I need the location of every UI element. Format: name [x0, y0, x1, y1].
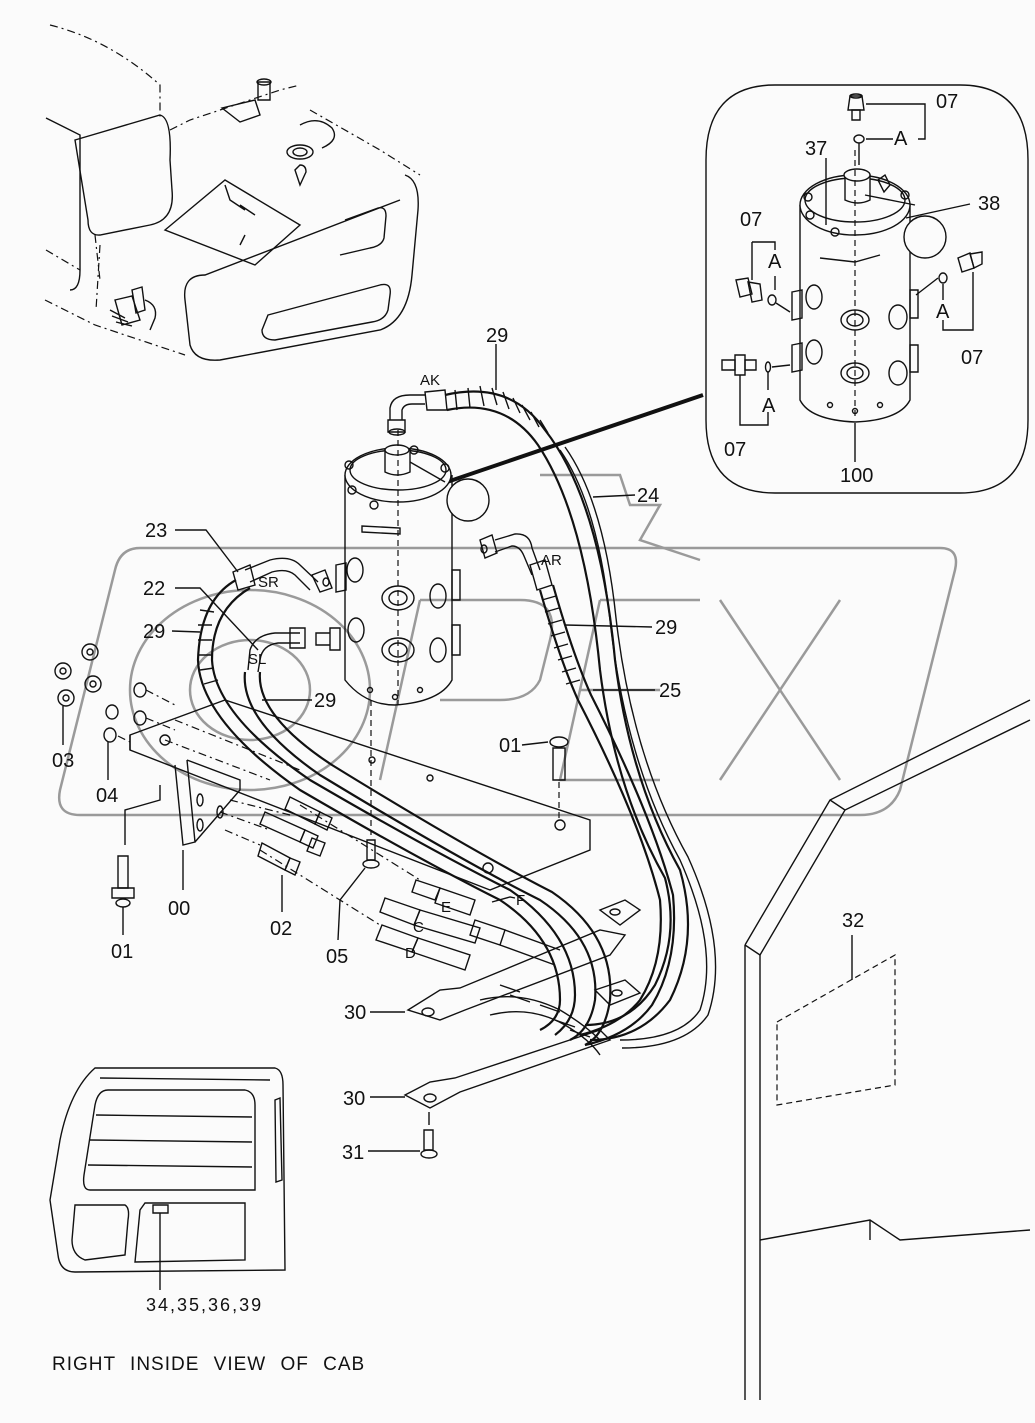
label-AR: AR	[541, 552, 562, 569]
label-30-b: 30	[343, 1088, 365, 1110]
label-04: 04	[96, 785, 118, 807]
label-07-bottom: 07	[724, 439, 746, 461]
label-SR: SR	[258, 574, 279, 591]
label-29-top: 29	[486, 325, 508, 347]
diagram-caption: RIGHT INSIDE VIEW OF CAB	[52, 1354, 365, 1375]
o-ring-top	[853, 134, 865, 144]
label-SL: SL	[248, 651, 266, 668]
bolt-31	[420, 1112, 438, 1159]
label-03: 03	[52, 750, 74, 772]
label-02: 02	[270, 918, 292, 940]
label-22: 22	[143, 578, 165, 600]
quick-couplers	[259, 804, 601, 1056]
label-C: C	[413, 919, 424, 936]
washers-04	[103, 682, 176, 780]
cab-panel-right	[744, 699, 1031, 1400]
part-labels: 07 37 38 07 07 07 100 29 24 29 25 23 22 …	[52, 91, 1000, 1164]
label-F: F	[516, 892, 525, 909]
label-29-right: 29	[655, 617, 677, 639]
fitting-07-bottom	[721, 354, 757, 376]
cab-side-view	[49, 1067, 286, 1290]
leader-lines	[171, 344, 655, 1152]
label-29-mid: 29	[314, 690, 336, 712]
label-29-left: 29	[143, 621, 165, 643]
o-ring-right	[938, 272, 948, 284]
label-32: 32	[842, 910, 864, 932]
label-07-right: 07	[961, 347, 983, 369]
label-23: 23	[145, 520, 167, 542]
fitting-07-right	[957, 251, 983, 273]
label-E: E	[441, 899, 451, 916]
label-01-right: 01	[499, 735, 521, 757]
machine-body-illustration	[44, 24, 421, 361]
nuts-03	[54, 643, 102, 745]
bolt-01-left	[111, 785, 161, 935]
label-37: 37	[805, 138, 827, 160]
hardware	[54, 643, 601, 1159]
label-AK: AK	[420, 372, 440, 389]
label-38: 38	[978, 193, 1000, 215]
bolt-05	[337, 700, 380, 941]
label-30-a: 30	[344, 1002, 366, 1024]
cab-callout-label: 34,35,36,39	[146, 1295, 263, 1315]
label-31: 31	[342, 1142, 364, 1164]
fitting-07-left	[735, 277, 763, 303]
o-ring-bottom	[764, 361, 772, 373]
label-A-top: A	[894, 128, 908, 150]
label-05: 05	[326, 946, 348, 968]
label-07-left: 07	[740, 209, 762, 231]
label-24: 24	[637, 485, 659, 507]
rotary-valve-main	[315, 389, 490, 706]
label-00: 00	[168, 898, 190, 920]
label-07-top: 07	[936, 91, 958, 113]
detail-inset-rotary-valve	[446, 84, 1029, 494]
mounting-bracket	[129, 699, 642, 1109]
port-labels: A A A A AK AR SR SL E F C D	[248, 128, 950, 962]
o-ring-left	[767, 294, 777, 306]
label-25: 25	[659, 680, 681, 702]
label-100: 100	[840, 465, 873, 487]
label-A-right: A	[936, 301, 950, 323]
fitting-07-top	[847, 93, 865, 121]
label-A-left: A	[768, 251, 782, 273]
watermark	[57, 473, 958, 817]
bolt-01-right	[521, 736, 569, 820]
label-01-left: 01	[111, 941, 133, 963]
studs-02	[219, 796, 333, 912]
label-D: D	[405, 945, 416, 962]
label-A-bottom: A	[762, 395, 776, 417]
hoses	[196, 385, 717, 1049]
